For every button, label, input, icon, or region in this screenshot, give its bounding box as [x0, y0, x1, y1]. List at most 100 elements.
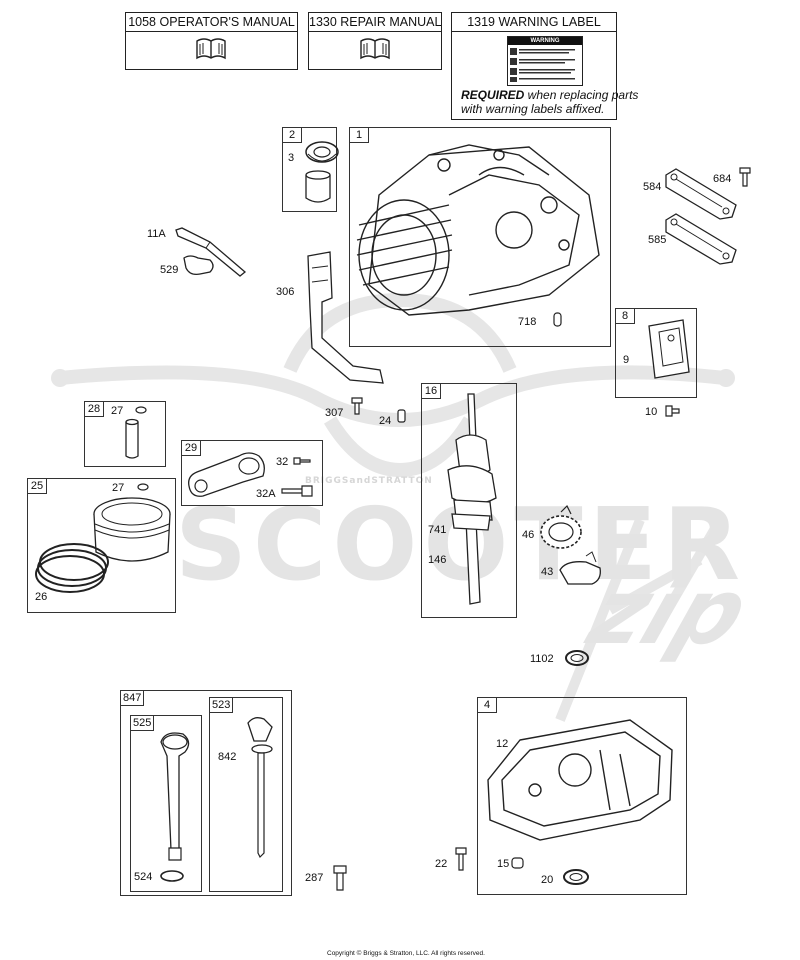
warning-required-word: REQUIRED [461, 88, 525, 102]
label-24: 24 [379, 415, 392, 427]
group-29-tag: 29 [181, 440, 201, 456]
operators-manual-title: 1058 OPERATOR'S MANUAL [126, 13, 297, 32]
label-584: 584 [643, 181, 662, 193]
connecting-rod-part[interactable] [183, 446, 273, 501]
label-12: 12 [496, 738, 509, 750]
group-4-box[interactable]: 4 [477, 697, 687, 895]
oil-seal-1102-part[interactable] [563, 648, 593, 668]
repair-manual-box[interactable]: 1330 REPAIR MANUAL [308, 12, 442, 70]
screw-32a-part[interactable] [280, 484, 316, 498]
label-27b: 27 [112, 482, 125, 494]
gasket-585-part[interactable] [662, 210, 742, 270]
label-9: 9 [623, 354, 630, 366]
warning-text-lines-icon [510, 48, 575, 82]
screw-287-part[interactable] [332, 864, 348, 894]
sump-part[interactable] [480, 710, 680, 841]
gasket-584-part[interactable] [662, 165, 742, 225]
screw-32-part[interactable] [292, 454, 312, 468]
group-29-box[interactable]: 29 [181, 440, 323, 506]
label-3: 3 [288, 152, 295, 164]
oil-seal-part[interactable] [302, 138, 342, 168]
air-guide-306-part[interactable] [298, 248, 388, 388]
breather-part[interactable] [645, 316, 695, 386]
label-146: 146 [428, 554, 447, 566]
operators-manual-box[interactable]: 1058 OPERATOR'S MANUAL [125, 12, 298, 70]
group-2-box[interactable]: 2 [282, 127, 337, 212]
group-523-tag: 523 [209, 697, 234, 713]
seal-20-part[interactable] [562, 867, 592, 887]
group-4-tag: 4 [477, 697, 497, 713]
label-585: 585 [648, 234, 667, 246]
watermark-strip: BRIGGSandSTRATTON [305, 476, 433, 486]
warning-heading: WARNING [508, 37, 582, 45]
screw-684-part[interactable] [738, 166, 752, 188]
bushing-part[interactable] [303, 170, 333, 206]
repair-manual-title: 1330 REPAIR MANUAL [309, 13, 441, 32]
tube-11a-part[interactable] [170, 222, 260, 282]
group-28-box[interactable]: 28 [84, 401, 166, 467]
group-525-box[interactable]: 525 [130, 715, 202, 892]
cylinder-block-part[interactable] [349, 135, 609, 345]
group-8-box[interactable]: 8 [615, 308, 697, 398]
warning-label-sticker: WARNING [507, 36, 583, 86]
piston-pin-part[interactable] [122, 418, 142, 462]
warning-label-title: 1319 WARNING LABEL [452, 13, 616, 32]
book-icon [360, 38, 390, 60]
label-26: 26 [35, 591, 48, 603]
label-718: 718 [518, 316, 537, 328]
label-43: 43 [541, 566, 554, 578]
group-847-box[interactable]: 847 [120, 690, 292, 896]
label-10: 10 [645, 406, 658, 418]
group-1-box[interactable]: 1 [349, 127, 611, 347]
group-16-tag: 16 [421, 383, 441, 399]
label-15: 15 [497, 858, 510, 870]
group-525-tag: 525 [130, 715, 155, 731]
screw-10-part[interactable] [664, 404, 680, 418]
book-icon [196, 38, 226, 60]
dipstick-tube-525-part[interactable] [145, 728, 195, 868]
group-847-tag: 847 [120, 690, 145, 706]
elbow-529-part[interactable] [180, 252, 220, 282]
label-741: 741 [428, 524, 447, 536]
label-524: 524 [134, 871, 153, 883]
label-32a: 32A [256, 488, 276, 500]
group-25-tag: 25 [27, 478, 47, 494]
dowel-24-part[interactable] [396, 408, 408, 426]
warning-label-box[interactable]: 1319 WARNING LABEL WARNING REQUIRED when… [451, 12, 638, 120]
screw-307-part[interactable] [350, 396, 364, 416]
retainer-27-part[interactable] [134, 405, 148, 415]
piston-rings-part[interactable] [35, 538, 116, 604]
label-307: 307 [325, 407, 344, 419]
label-684: 684 [713, 173, 732, 185]
governor-43-part[interactable] [556, 551, 606, 592]
group-8-tag: 8 [615, 308, 635, 324]
label-1102: 1102 [530, 653, 554, 665]
warning-required-line2: with warning labels affixed. [461, 102, 605, 116]
label-11a: 11A [147, 228, 166, 240]
group-1-tag: 1 [349, 127, 369, 143]
group-28-tag: 28 [84, 401, 104, 417]
screw-22-part[interactable] [454, 846, 468, 874]
group-16-box[interactable]: 16 [421, 383, 517, 618]
label-46: 46 [522, 529, 535, 541]
label-287: 287 [305, 872, 324, 884]
label-842: 842 [218, 751, 237, 763]
piston-part[interactable] [88, 494, 178, 574]
crankshaft-part[interactable] [430, 390, 510, 610]
group-523-box[interactable]: 523 [209, 697, 283, 892]
label-529: 529 [160, 264, 179, 276]
warning-required-line1: REQUIRED when replacing parts [461, 88, 638, 103]
label-32: 32 [276, 456, 289, 468]
label-22: 22 [435, 858, 448, 870]
label-306: 306 [276, 286, 295, 298]
camshaft-gear-46-part[interactable] [537, 504, 587, 552]
label-20: 20 [541, 874, 554, 886]
dowel-pin-718-part[interactable] [552, 311, 564, 329]
retainer-27b-part[interactable] [136, 482, 150, 492]
dipstick-523-part[interactable] [240, 713, 280, 863]
warning-required-rest: when replacing parts [524, 88, 639, 102]
plug-15-part[interactable] [510, 856, 526, 870]
o-ring-524-part[interactable] [158, 868, 188, 884]
group-2-tag: 2 [282, 127, 302, 143]
group-25-box[interactable]: 25 [27, 478, 176, 613]
